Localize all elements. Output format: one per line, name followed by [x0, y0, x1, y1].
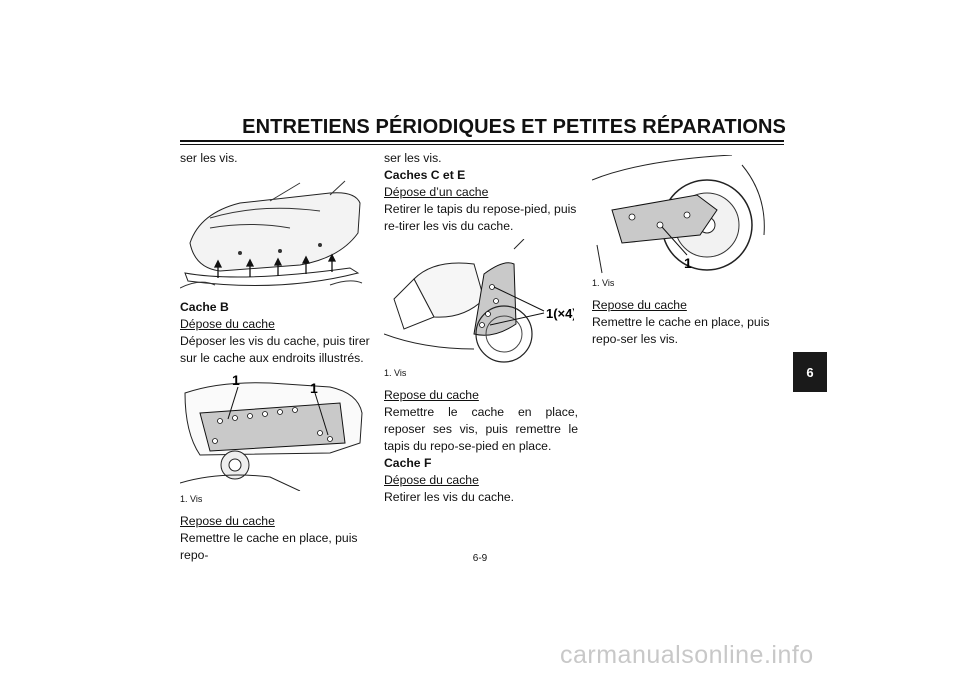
subheading-repose: Repose du cache: [384, 388, 479, 402]
callout-1-left: 1: [232, 373, 240, 388]
figure-cache-f: 1 1. Vis: [592, 155, 786, 289]
page-number: 6-9: [472, 553, 488, 564]
section-heading-caches-ce: Caches C et E: [384, 168, 466, 182]
subheading-repose: Repose du cache: [180, 514, 275, 528]
depose-f-instructions: Retirer les vis du cache.: [384, 490, 515, 504]
depose-instructions: Retirer le tapis du repose-pied, puis re…: [384, 202, 577, 233]
subheading-depose: Dépose du cache: [180, 317, 275, 331]
callout-1-x4: 1(×4): [546, 306, 574, 321]
repose-instructions: Remettre le cache en place, puis repo-: [180, 531, 358, 562]
subheading-repose: Repose du cache: [592, 298, 687, 312]
cache-b-screw-illustration: 1 1: [180, 373, 363, 491]
section-heading-cache-f: Cache F: [384, 456, 432, 470]
continued-text: ser les vis.: [180, 151, 238, 165]
figure-cache-b-screws: 1 1 1. Vis: [180, 373, 373, 505]
figure-cache-b-removal: [180, 173, 373, 293]
page-header-title: ENTRETIENS PÉRIODIQUES ET PETITES RÉPARA…: [242, 116, 786, 138]
column-2: ser les vis. Caches C et E Dépose d’un c…: [384, 150, 578, 506]
chapter-tab: 6: [793, 352, 827, 392]
header-rule: [180, 140, 784, 142]
caches-ce-illustration: 1(×4): [384, 239, 574, 363]
figure-caches-ce: 1(×4) 1. Vis: [384, 239, 578, 379]
figure-caption: 1. Vis: [592, 278, 615, 288]
depose-instructions: Déposer les vis du cache, puis tirer sur…: [180, 334, 370, 365]
section-heading-cache-b: Cache B: [180, 300, 229, 314]
callout-1-right: 1: [310, 380, 318, 396]
repose-instructions: Remettre le cache en place, reposer ses …: [384, 405, 578, 453]
figure-caption: 1. Vis: [180, 494, 203, 504]
chapter-number: 6: [806, 364, 814, 380]
subheading-depose-f: Dépose du cache: [384, 473, 479, 487]
repose-instructions: Remettre le cache en place, puis repo-se…: [592, 315, 770, 346]
column-3: 1 1. Vis Repose du cache Remettre le cac…: [592, 155, 786, 348]
figure-caption: 1. Vis: [384, 368, 407, 378]
header-rule-thin: [180, 144, 784, 145]
callout-1: 1: [684, 255, 692, 271]
subheading-depose: Dépose d’un cache: [384, 185, 489, 199]
cache-b-illustration: [180, 180, 363, 289]
continued-text: ser les vis.: [384, 151, 442, 165]
watermark: carmanualsonline.info: [560, 641, 814, 669]
column-1: ser les vis. Cache B Dépose du cache Dép…: [180, 150, 373, 564]
cache-f-illustration: 1: [592, 155, 765, 274]
